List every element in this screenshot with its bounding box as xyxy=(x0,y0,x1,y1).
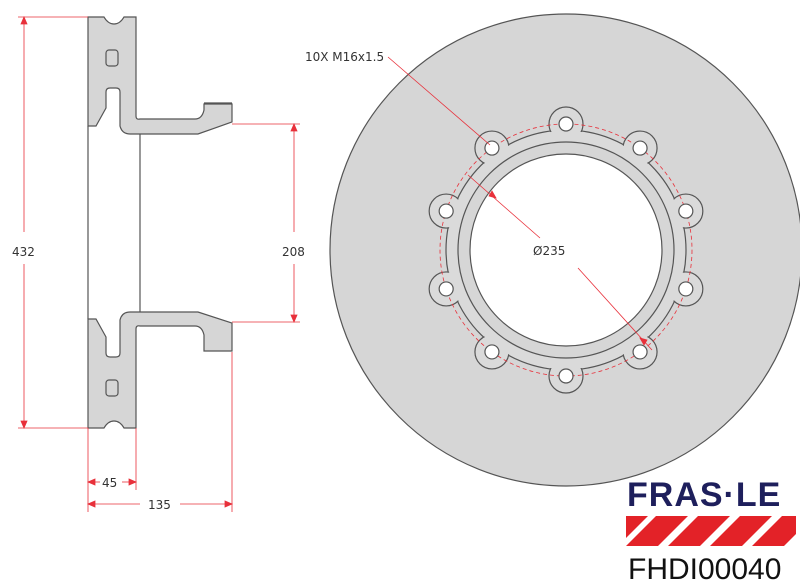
bolt-hole xyxy=(632,344,648,360)
bolt-hole xyxy=(558,116,574,132)
side-view xyxy=(87,16,233,429)
bolt-spec-label: 10X M16x1.5 xyxy=(305,50,384,64)
side-profile-top xyxy=(87,16,233,135)
bolt-hole xyxy=(678,281,694,297)
bolt-holes xyxy=(438,116,694,384)
side-profile-bottom xyxy=(87,311,233,429)
dim-45: 45 xyxy=(102,476,117,490)
bolt-hole xyxy=(558,368,574,384)
bolt-hole xyxy=(438,281,454,297)
bolt-hole xyxy=(484,344,500,360)
center-bore xyxy=(469,153,663,347)
bolt-hole xyxy=(632,140,648,156)
bolt-hole xyxy=(484,140,500,156)
front-view xyxy=(329,13,800,487)
bolt-hole xyxy=(678,203,694,219)
part-number: FHDI00040 xyxy=(628,553,782,586)
dim-208: 208 xyxy=(282,245,305,259)
front-dimensions xyxy=(387,56,653,351)
bolt-circle-label: Ø235 xyxy=(533,244,565,258)
bolt-hole xyxy=(438,203,454,219)
dim-135: 135 xyxy=(148,498,171,512)
brand-logo: FRAS·LE xyxy=(627,476,782,514)
dim-432: 432 xyxy=(12,245,35,259)
fras-le-logo-stripes xyxy=(626,516,796,546)
side-dimensions xyxy=(18,15,300,512)
